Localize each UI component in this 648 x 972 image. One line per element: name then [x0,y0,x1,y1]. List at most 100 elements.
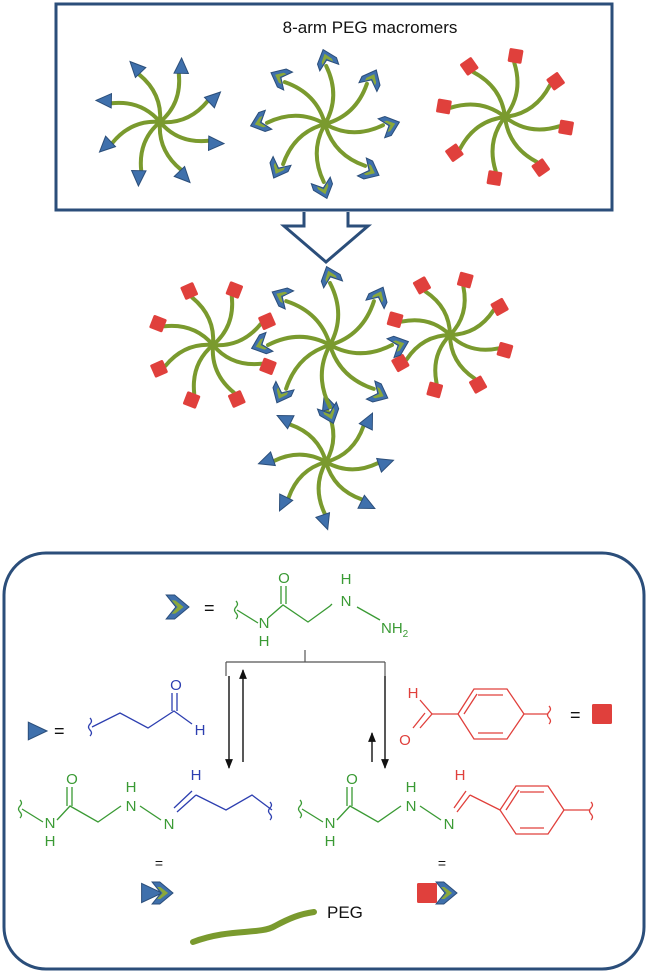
square-end-group-icon [486,170,503,186]
product2-h3: H [455,767,466,784]
peg-arm [503,83,552,119]
aromatic-hydrazone-structure [297,785,594,835]
peg-arm [323,81,369,126]
peg-arm [191,343,215,396]
peg-arm [490,115,507,174]
peg-arm [448,308,496,337]
product2-o: O [346,771,358,788]
peg-arm [433,333,452,386]
peg-arm [211,294,235,347]
hydrazide-nh-h: H [341,571,352,588]
square-end-group-icon [426,381,444,399]
square-end-group-icon [386,311,404,329]
square-end-group-icon [531,158,550,177]
equals-triangle: = [54,721,65,741]
chevron-end-group-icon [356,157,380,180]
equals-chevron: = [204,598,215,618]
benzaldehyde-structure [412,688,552,740]
product1-h1: H [45,833,56,850]
peg-arm [158,99,210,125]
aliphatic-hydrazone-structure [17,787,273,823]
chevron-end-group-icon [316,400,340,425]
triangle-end-group-icon [314,511,331,531]
star-square-macromer [436,48,574,186]
peg-arm [328,343,376,391]
triangle-end-group-icon [357,494,376,510]
peg-arm [324,460,364,502]
chevron-end-group-icon [365,286,388,310]
peg-arm [162,323,215,347]
square-end-group-icon [228,390,246,408]
peg-arm [210,343,236,395]
peg-arm-icon [190,909,317,945]
triangle-end-group-icon [278,493,294,512]
peg-arm [272,452,328,464]
triangle-end-group-icon [173,165,191,184]
peg-arm [471,70,507,119]
peg-arm [284,343,332,391]
square-end-group-icon [490,297,509,316]
peg-arm [265,113,327,126]
panel-title: 8-arm PEG macromers [283,18,458,37]
chevron-end-group-icon [365,380,389,403]
peg-arm [328,299,376,347]
hydrazide-h: H [259,633,270,650]
product1-double-bar: = [155,855,163,871]
peg-arm [399,318,452,337]
triangle-end-group-icon [276,414,295,430]
peg-arm [448,102,507,119]
triangle-end-group-icon [173,56,190,75]
equilibrium-arrow-icon-right [368,676,389,769]
peg-arm [423,289,452,337]
block-arrow-icon [279,212,373,264]
product2-double-bar: = [438,855,446,871]
peg-arm [158,120,211,144]
product2-n2: N [406,798,417,815]
square-end-group-icon [259,357,277,375]
peg-arm [286,460,328,500]
product1-o: O [66,771,78,788]
benzaldehyde-h: H [408,685,419,702]
square-end-group-icon [258,312,276,330]
peg-arm [319,343,332,409]
peg-arm [284,299,332,347]
square-end-group-icon [456,271,474,289]
chevron-end-group-icon [358,69,381,93]
chevron-end-group-icon [271,287,295,310]
triangle-end-group-icon [207,135,226,152]
square-end-group-icon [225,281,243,299]
hydrazide-nh-n: N [341,593,352,610]
square-end-group-icon [416,882,438,904]
square-end-group-icon [436,98,452,115]
peg-arm [163,342,215,368]
triangle-end-group-icon [98,135,117,153]
peg-arm [503,115,562,132]
peg-arm [316,460,328,516]
peg-arm [266,334,332,347]
square-end-group-icon [591,703,613,725]
chevron-end-group-icon [385,335,410,359]
chevron-end-group-icon [435,881,458,905]
peg-arm [282,80,327,126]
peg-arm [404,333,452,362]
square-end-group-icon [460,57,479,76]
chevron-end-group-icon [310,176,334,200]
triangle-end-group-icon [27,721,49,741]
square-end-group-icon [412,276,431,295]
peg-arm [328,281,341,347]
peg-arm [328,343,394,356]
square-end-group-icon [149,315,167,333]
peg-arm [323,122,385,135]
square-chevron-adduct-icon [416,881,458,905]
network-square-star-left [149,281,277,409]
square-end-group-icon [391,354,410,373]
triangle-chevron-adduct-icon [141,881,174,905]
product2-n3: N [444,816,455,833]
product2-h1: H [325,833,336,850]
equilibrium-arrow-icon [225,669,247,769]
macromer-panel [54,2,614,212]
triangle-end-group-icon [130,169,147,188]
aldehyde-o: O [170,677,182,694]
peg-arm [281,122,327,167]
